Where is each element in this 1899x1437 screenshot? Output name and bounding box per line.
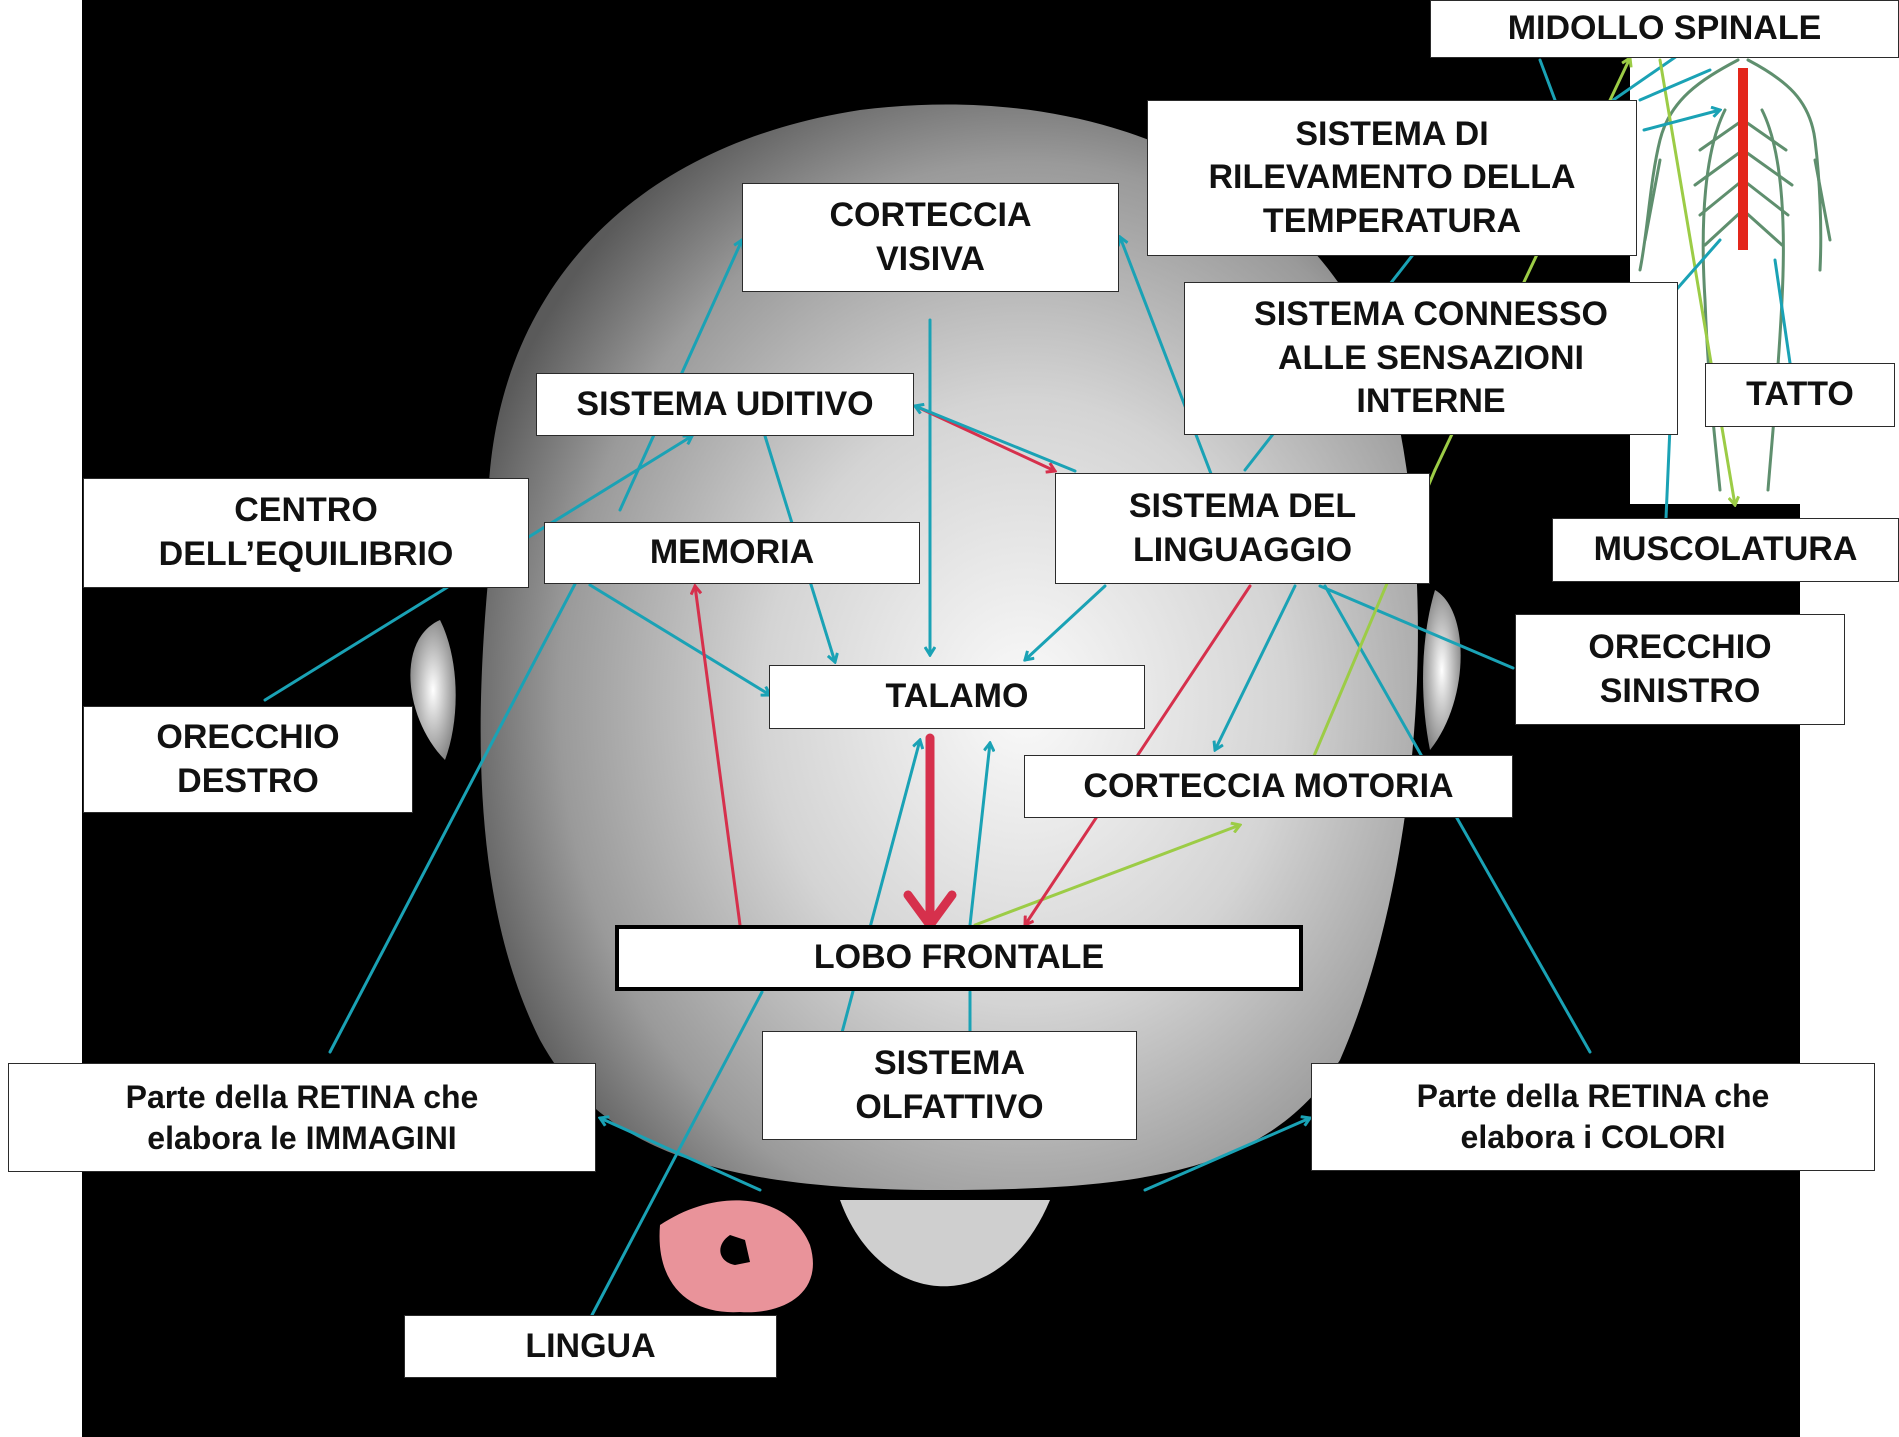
box-retina-colori: Parte della RETINA che elabora i COLORI	[1311, 1063, 1875, 1171]
box-sistema-linguaggio: SISTEMA DEL LINGUAGGIO	[1055, 473, 1430, 584]
box-centro-equilibrio: CENTRO DELL’EQUILIBRIO	[83, 478, 529, 588]
connection-arrow-28	[1642, 110, 1720, 132]
box-lobo-frontale: LOBO FRONTALE	[615, 925, 1303, 991]
spinal-cord-icon	[1738, 68, 1748, 250]
box-corteccia-visiva: CORTECCIA VISIVA	[742, 183, 1119, 292]
box-retina-immagini: Parte della RETINA che elabora le IMMAGI…	[8, 1063, 596, 1172]
human-nervous-system-figure-icon	[1630, 44, 1832, 504]
connection-arrow-27	[1658, 58, 1735, 505]
box-sistema-sensazioni-interne: SISTEMA CONNESSO ALLE SENSAZIONI INTERNE	[1184, 282, 1678, 435]
connection-arrow-9	[695, 586, 742, 927]
connection-arrow-21	[590, 990, 764, 1317]
box-lingua: LINGUA	[404, 1315, 777, 1378]
box-orecchio-destro: ORECCHIO DESTRO	[83, 706, 413, 813]
box-sistema-temperatura: SISTEMA DI RILEVAMENTO DELLA TEMPERATURA	[1147, 100, 1637, 256]
connection-arrow-6	[588, 583, 770, 695]
connection-arrow-18	[1318, 584, 1515, 670]
box-orecchio-sinistro: ORECCHIO SINISTRO	[1515, 614, 1845, 725]
connection-arrow-33	[1538, 58, 1557, 102]
connection-arrow-19	[600, 1118, 762, 1192]
connection-arrow-16	[328, 582, 577, 1054]
box-midollo-spinale: MIDOLLO SPINALE	[1430, 0, 1899, 58]
connection-arrow-31	[1773, 258, 1792, 365]
connection-arrow-17	[1323, 584, 1592, 1054]
connection-arrow-15	[1215, 584, 1297, 750]
box-muscolatura: MUSCOLATURA	[1552, 518, 1899, 582]
box-talamo: TALAMO	[769, 665, 1145, 729]
connection-arrow-20	[1143, 1118, 1310, 1192]
box-corteccia-motoria: CORTECCIA MOTORIA	[1024, 755, 1513, 818]
connection-arrow-11	[973, 825, 1240, 927]
connection-arrow-4	[915, 406, 1077, 473]
connection-arrow-7	[1025, 584, 1107, 660]
box-sistema-olfattivo: SISTEMA OLFATTIVO	[762, 1031, 1137, 1140]
box-sistema-uditivo: SISTEMA UDITIVO	[536, 373, 914, 436]
connection-arrow-30	[1674, 238, 1722, 292]
tongue-icon	[659, 1200, 813, 1313]
connection-arrow-12	[968, 743, 990, 927]
box-tatto: TATTO	[1705, 363, 1895, 427]
connection-arrow-32	[1638, 68, 1712, 102]
box-memoria: MEMORIA	[544, 522, 920, 584]
